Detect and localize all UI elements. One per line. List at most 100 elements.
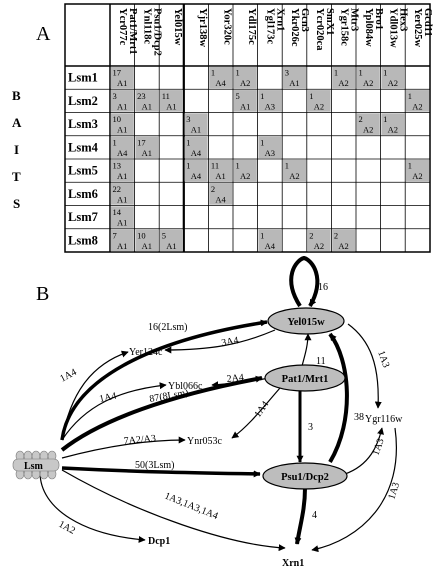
- node-lsm: Lsm: [12, 450, 60, 480]
- cell-class: A1: [142, 241, 152, 251]
- edge-psu1-ygr116w: [344, 427, 384, 475]
- lsm-ring-icon: [12, 450, 60, 480]
- cell-count: 14: [113, 207, 122, 217]
- column-header-label: Yjr138w: [197, 8, 208, 47]
- cell-class: A1: [215, 171, 225, 181]
- edge-pat1-yel015w: [301, 333, 312, 367]
- node-label-psu1: Psu1/Dcp2: [281, 472, 329, 483]
- column-header-label: Ypl084w: [363, 8, 374, 47]
- node-psu1: Psu1/Dcp2: [262, 462, 348, 490]
- node-ellipse: [264, 364, 346, 392]
- table-cell-shade: [209, 159, 233, 182]
- cell-count: 1: [408, 161, 412, 171]
- cell-count: 1: [260, 91, 264, 101]
- node-ellipse: [262, 462, 348, 490]
- cell-count: 17: [113, 68, 122, 78]
- edge-lsm-yer124c: [61, 350, 129, 441]
- table-cell-shade: [110, 229, 134, 252]
- cell-count: 2: [334, 230, 338, 240]
- cell-count: 1: [113, 137, 117, 147]
- network-edges: [39, 255, 397, 553]
- node-ybl066c: Ybl066c: [168, 381, 203, 392]
- cell-class: A1: [142, 101, 152, 111]
- table-cell-shade: [184, 159, 208, 182]
- cell-class: A2: [363, 78, 373, 88]
- table-cell-shade: [406, 159, 429, 182]
- cell-class: A4: [117, 148, 128, 158]
- edge-label: 16: [318, 282, 328, 293]
- cell-count: 11: [211, 161, 219, 171]
- table-frame: [64, 3, 431, 253]
- edge-label: 7A2/A3: [123, 433, 156, 447]
- table-cell-shade: [332, 66, 356, 89]
- table-cell-shade: [258, 136, 282, 159]
- edge-yel015w-ygr116w: [347, 323, 382, 409]
- table-cell-shade: [283, 66, 306, 89]
- table-cell-shade: [135, 229, 159, 252]
- edge-lsm-xrn1: [61, 469, 286, 552]
- table-cell-shade: [406, 90, 429, 112]
- edge-label: 87(8Lsm): [149, 387, 190, 405]
- node-dcp1: Dcp1: [148, 536, 170, 547]
- cell-class: A2: [240, 171, 250, 181]
- row-label: Lsm4: [68, 140, 99, 154]
- cell-class: A4: [265, 241, 276, 251]
- cell-class: A1: [142, 148, 152, 158]
- row-label: Lsm3: [68, 117, 98, 131]
- cell-count: 1: [236, 68, 240, 78]
- edge-label: 1A4: [98, 391, 117, 405]
- table-cell-shade: [283, 159, 306, 182]
- table-cell-shade: [332, 229, 356, 252]
- column-header-label: Ygr158c: [338, 8, 349, 46]
- table-cell-shade: [233, 159, 257, 182]
- column-header-label: Yer025w: [412, 8, 423, 47]
- edge-lsm-ynr053c: [61, 436, 186, 459]
- edge-lsm-pat1: [60, 375, 263, 452]
- cell-class: A1: [117, 125, 127, 135]
- edge-label: 3A4: [221, 335, 240, 349]
- edge-psu1-xrn1: [294, 487, 307, 545]
- cell-count: 2: [359, 114, 363, 124]
- cell-count: 10: [113, 114, 122, 124]
- table-cell-shade: [110, 90, 134, 112]
- row-label: Lsm7: [68, 210, 98, 224]
- cell-count: 1: [383, 68, 387, 78]
- cell-class: A2: [388, 78, 398, 88]
- table-cell-shade: [307, 90, 331, 112]
- node-ellipse: [267, 307, 345, 335]
- column-header-label: Yor320c: [221, 8, 232, 45]
- table-cell-shade: [110, 159, 134, 182]
- cell-count: 17: [137, 137, 146, 147]
- column-header-label: Ydl175c: [246, 8, 257, 45]
- node-ygr116w: Ygr116w: [365, 414, 403, 425]
- table-cell-shade: [233, 90, 257, 112]
- cell-class: A1: [117, 101, 127, 111]
- cell-class: A1: [166, 241, 176, 251]
- cell-class: A1: [117, 78, 127, 88]
- table-cell-shade: [381, 113, 405, 135]
- column-header-label: Mtr3: [348, 8, 359, 31]
- cell-count: 1: [408, 91, 412, 101]
- cell-count: 2: [309, 230, 313, 240]
- cell-class: A1: [240, 101, 250, 111]
- node-label-pat1: Pat1/Mrt1: [282, 374, 329, 385]
- table-cell-shade: [110, 113, 134, 135]
- cell-class: A1: [117, 171, 127, 181]
- cell-class: A2: [289, 171, 299, 181]
- cell-class: A4: [215, 194, 226, 204]
- node-yer124c: Yer124c: [129, 347, 163, 358]
- cell-class: A4: [191, 148, 202, 158]
- edge-pat1-ynr053c: [231, 387, 281, 439]
- table-cell-shade: [258, 229, 282, 252]
- table-grid: [65, 4, 430, 252]
- cell-count: 1: [186, 161, 190, 171]
- table-cell-shade: [233, 66, 257, 89]
- cell-count: 1: [211, 68, 215, 78]
- panel-a-label: A: [36, 23, 51, 45]
- column-header-label: Xrn1: [275, 8, 286, 31]
- table-cell-shade: [135, 136, 159, 159]
- table-cell-shade: [135, 90, 159, 112]
- cell-count: 1: [334, 68, 338, 78]
- table-cell-shade: [110, 136, 134, 159]
